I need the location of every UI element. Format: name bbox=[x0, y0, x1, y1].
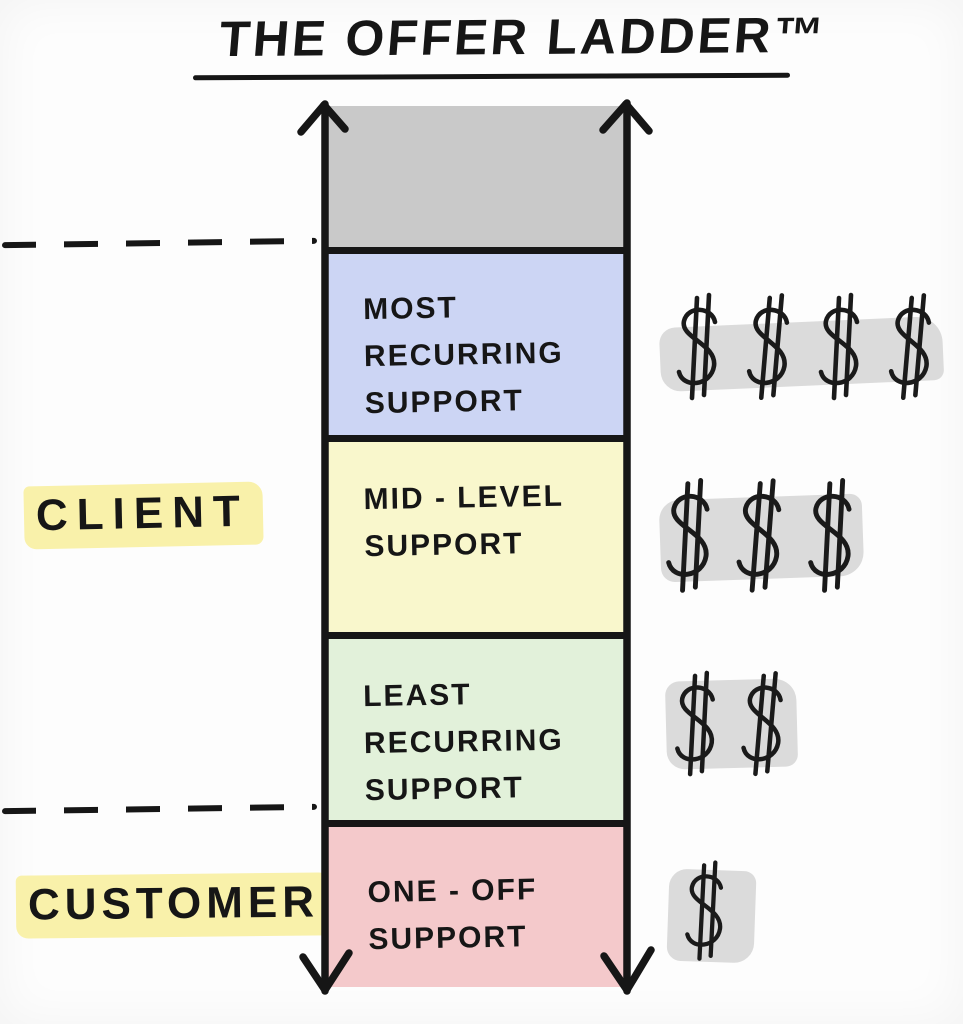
arrow-down-left-icon bbox=[299, 953, 329, 994]
dollar-icon bbox=[731, 669, 797, 781]
price-level-most bbox=[668, 292, 943, 404]
tier-one-off: ONE - OFF SUPPORT bbox=[328, 820, 624, 987]
dollar-icon bbox=[727, 476, 794, 598]
dollar-icon bbox=[668, 292, 730, 404]
dollar-icon bbox=[666, 670, 728, 780]
dollar-icon bbox=[800, 477, 864, 597]
tier-most-recurring: MOST RECURRING SUPPORT bbox=[328, 247, 624, 435]
tier-mid-level: MID - LEVEL SUPPORT bbox=[328, 435, 624, 632]
arrow-up-left-icon bbox=[297, 101, 328, 136]
dollar-icon bbox=[879, 291, 945, 405]
tier-one-off-label: ONE - OFF SUPPORT bbox=[367, 873, 538, 957]
title-underline bbox=[192, 72, 791, 81]
tier-top-spacer bbox=[328, 106, 624, 247]
ladder: MOST RECURRING SUPPORT MID - LEVEL SUPPO… bbox=[328, 106, 624, 987]
page-title: THE OFFER LADDER™ bbox=[217, 6, 829, 68]
dollar-icon bbox=[658, 477, 722, 597]
price-level-mid bbox=[658, 477, 864, 597]
price-level-one-off bbox=[678, 855, 734, 969]
client-zone-dashed-line bbox=[1, 237, 318, 249]
dollar-icon bbox=[678, 855, 734, 969]
customer-zone-dashed-line bbox=[1, 803, 318, 815]
tier-least-recurring: LEAST RECURRING SUPPORT bbox=[328, 632, 624, 820]
client-label: CLIENT bbox=[23, 481, 264, 550]
tier-mid-level-label: MID - LEVEL SUPPORT bbox=[363, 479, 564, 564]
tier-most-recurring-label: MOST RECURRING SUPPORT bbox=[362, 291, 564, 421]
customer-label: CUSTOMER bbox=[15, 872, 334, 939]
tier-least-recurring-label: LEAST RECURRING SUPPORT bbox=[362, 678, 564, 808]
dollar-icon bbox=[737, 291, 803, 405]
price-level-least bbox=[666, 670, 795, 780]
dollar-icon bbox=[810, 292, 872, 404]
